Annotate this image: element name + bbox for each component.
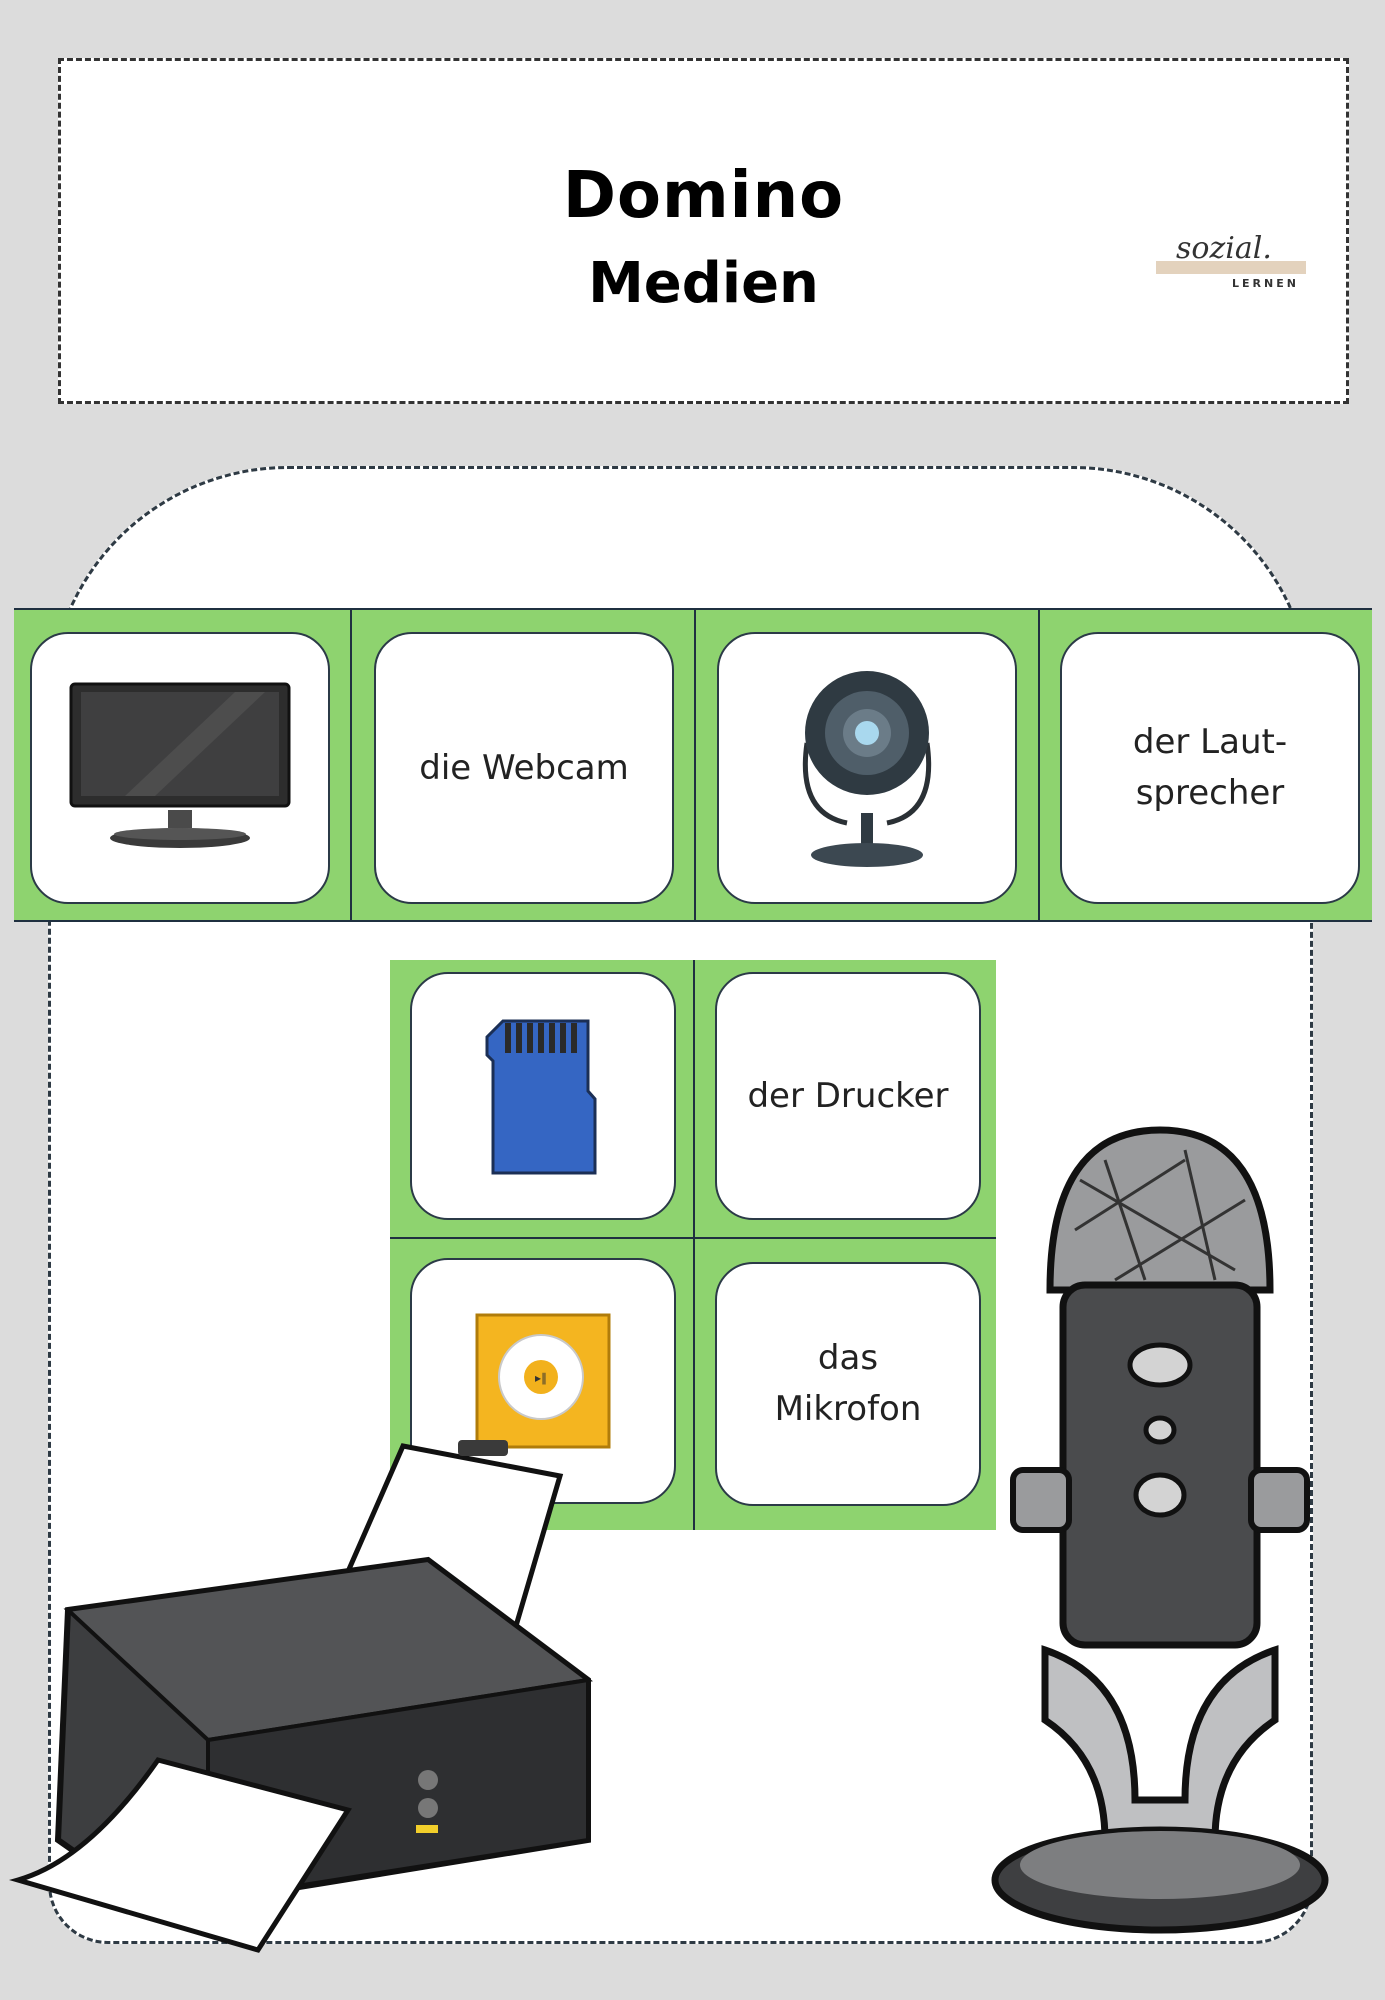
- grid-divider-vertical: [693, 960, 695, 1530]
- page-title: Domino: [562, 159, 845, 233]
- domino-card-webcam-label: die Webcam: [374, 632, 674, 904]
- page-subtitle: Medien: [588, 251, 819, 316]
- card-label-line2: sprecher: [1135, 773, 1285, 813]
- card-label: die Webcam: [419, 747, 629, 788]
- logo-small-text: LERNEN: [1232, 277, 1299, 290]
- printer-icon: [8, 1440, 593, 1953]
- card-label: der Drucker: [747, 1075, 949, 1116]
- title-box: Domino Medien sozial. LERNEN: [58, 58, 1349, 404]
- microphone-icon: [991, 1126, 1329, 1934]
- strip-divider: [694, 610, 696, 920]
- domino-card-loudspeaker-label: der Laut- sprecher: [1060, 632, 1360, 904]
- sd-card-icon: [485, 1019, 597, 1175]
- domino-card-webcam: [717, 632, 1017, 904]
- television-icon: [69, 682, 291, 848]
- domino-card-microphone-label: das Mikrofon: [715, 1262, 981, 1506]
- domino-card-printer-label: der Drucker: [715, 972, 981, 1220]
- mp3-player-icon: ▸∥: [475, 1313, 611, 1449]
- card-label-line1: der Laut-: [1132, 722, 1288, 762]
- logo-script-text: sozial.: [1176, 231, 1272, 266]
- strip-divider: [350, 610, 352, 920]
- svg-text:▸∥: ▸∥: [535, 1371, 547, 1385]
- card-label-line2: Mikrofon: [774, 1389, 922, 1429]
- webcam-icon: [802, 671, 932, 867]
- brand-logo: sozial. LERNEN: [1156, 211, 1306, 301]
- card-label-line1: das: [817, 1338, 879, 1378]
- domino-card-television: [30, 632, 330, 904]
- logo-bar: [1156, 261, 1306, 274]
- grid-divider-horizontal: [390, 1237, 996, 1239]
- domino-strip: die Webcam der Laut- sprecher: [14, 608, 1372, 922]
- strip-divider: [1038, 610, 1040, 920]
- domino-card-sd-card: [410, 972, 676, 1220]
